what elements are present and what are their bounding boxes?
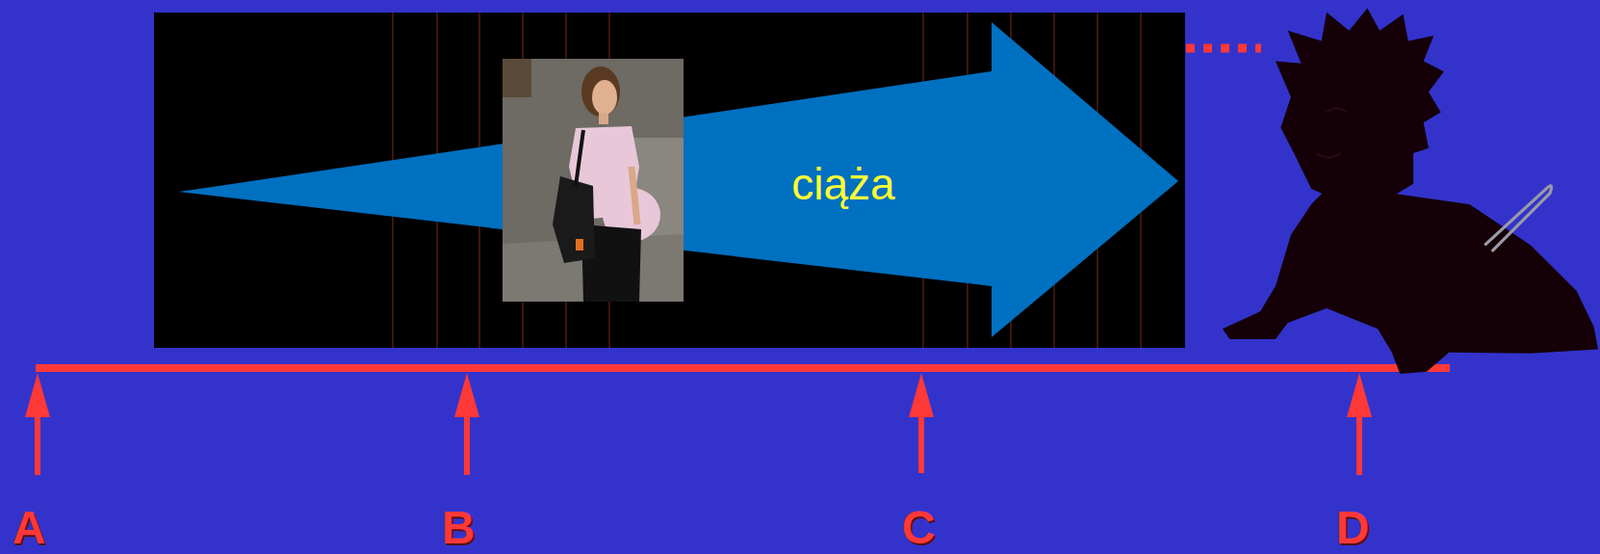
timeline-ticks [25, 372, 1372, 475]
timeline-marker: C [902, 504, 936, 551]
arrow-shape: ciąża [179, 22, 1179, 337]
timeline-marker: B [441, 504, 476, 551]
arrow-label: ciąża [791, 159, 895, 209]
timeline-marker: D [1336, 504, 1370, 551]
dotted-leader [1186, 44, 1262, 53]
arrow-body [179, 22, 1179, 337]
baby-silhouette [1222, 7, 1599, 373]
photo [502, 58, 684, 302]
timeline-bar [35, 363, 1450, 372]
arrow-outline [179, 22, 1179, 337]
black-panel [154, 12, 1186, 348]
timeline-marker: A [12, 504, 47, 551]
